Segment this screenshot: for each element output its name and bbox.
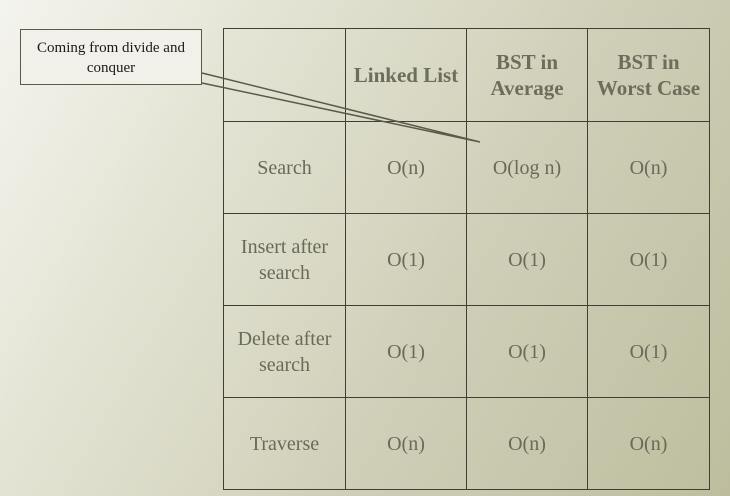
table-cell: O(1) xyxy=(466,305,588,398)
row-label-search: Search xyxy=(223,121,346,214)
table-cell: O(1) xyxy=(345,213,467,306)
table-cell: O(1) xyxy=(466,213,588,306)
header-cell-linked-list: Linked List xyxy=(345,28,467,122)
header-cell-bst-average: BST in Average xyxy=(466,28,588,122)
complexity-table: Linked List BST in Average BST in Worst … xyxy=(223,28,710,490)
table-cell: O(n) xyxy=(345,121,467,214)
table-header-row: Linked List BST in Average BST in Worst … xyxy=(223,28,710,122)
table-cell: O(n) xyxy=(345,397,467,490)
row-label-insert: Insert after search xyxy=(223,213,346,306)
callout-box: Coming from divide and conquer xyxy=(20,29,202,85)
table-cell: O(1) xyxy=(345,305,467,398)
table-cell: O(n) xyxy=(587,121,710,214)
table-row: Search O(n) O(log n) O(n) xyxy=(223,121,710,214)
table-cell: O(1) xyxy=(587,305,710,398)
table-row: Delete after search O(1) O(1) O(1) xyxy=(223,305,710,398)
header-cell-empty xyxy=(223,28,346,122)
table-cell: O(log n) xyxy=(466,121,588,214)
table-row: Traverse O(n) O(n) O(n) xyxy=(223,397,710,490)
table-cell: O(1) xyxy=(587,213,710,306)
table-row: Insert after search O(1) O(1) O(1) xyxy=(223,213,710,306)
row-label-traverse: Traverse xyxy=(223,397,346,490)
table-cell: O(n) xyxy=(466,397,588,490)
row-label-delete: Delete after search xyxy=(223,305,346,398)
header-cell-bst-worst: BST in Worst Case xyxy=(587,28,710,122)
table-cell: O(n) xyxy=(587,397,710,490)
